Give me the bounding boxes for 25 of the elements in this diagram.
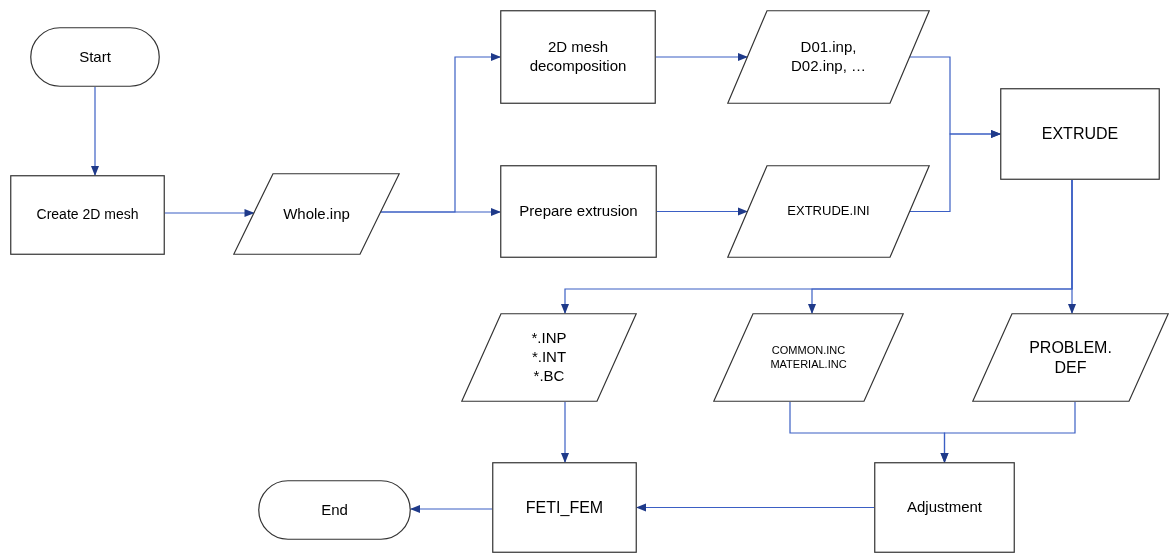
arrow (655, 53, 748, 61)
node-label: EXTRUDE (1041, 124, 1119, 144)
node-label: End (321, 500, 348, 520)
arrow (164, 209, 255, 217)
node-label: PROBLEM. DEF (1028, 337, 1113, 378)
node-label: Start (79, 47, 111, 67)
arrow (909, 130, 1001, 213)
node-label: D01.inp, D02.inp, … (789, 38, 867, 76)
node-label: EXTRUDE.INI (787, 203, 870, 220)
arrow (636, 503, 875, 512)
arrow (91, 86, 99, 176)
node-label: Create 2D mesh (36, 206, 139, 224)
arrow (561, 401, 569, 463)
node-label: FETI_FEM (525, 497, 604, 518)
arrow (410, 505, 493, 513)
node-label: Whole.inp (283, 204, 350, 224)
node-label: COMMON.INC MATERIAL.INC (769, 343, 848, 372)
node-label: Prepare extrusion (519, 202, 638, 221)
arrow (1068, 179, 1076, 314)
arrow (380, 208, 501, 216)
node-label: 2D mesh decomposition (528, 38, 628, 76)
arrow (940, 401, 1076, 463)
arrow (656, 207, 748, 216)
node-label: *.INP *.INT *.BC (530, 329, 568, 386)
node-label: Adjustment (906, 498, 982, 517)
